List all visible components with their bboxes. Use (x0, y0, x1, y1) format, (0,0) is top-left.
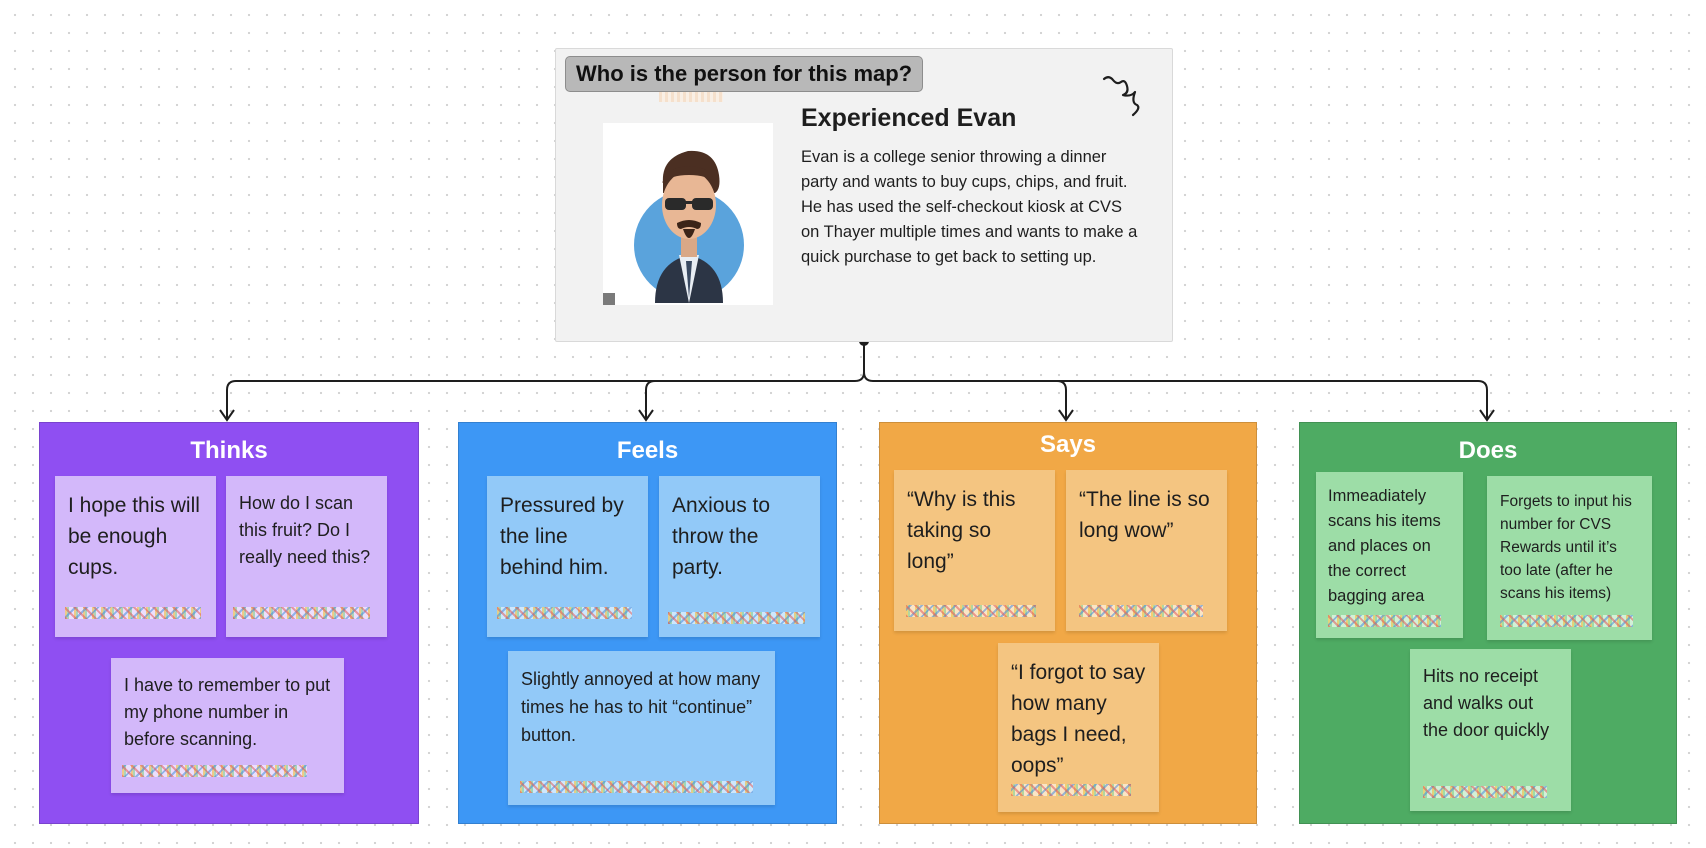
sticky-note-text: “Why is this taking so long” (907, 488, 1016, 573)
sticky-note[interactable]: How do I scan this fruit? Do I really ne… (226, 476, 387, 637)
sticky-note-tag (668, 612, 805, 624)
persona-avatar[interactable] (603, 123, 773, 305)
sticky-note-text: Immeadiately scans his items and places … (1328, 487, 1441, 605)
connector-thinks (226, 341, 865, 418)
sticky-note-tag (1011, 784, 1131, 796)
category-title-does: Does (1458, 437, 1518, 464)
sticky-note[interactable]: Pressured by the line behind him. (487, 476, 648, 637)
category-thinks[interactable]: Thinks I hope this will be enough cups. … (39, 422, 419, 824)
sticky-note-text: Pressured by the line behind him. (500, 494, 624, 579)
category-does[interactable]: Does Immeadiately scans his items and pl… (1299, 422, 1677, 824)
squiggle-icon (1102, 76, 1140, 117)
sticky-note-text: I have to remember to put my phone numbe… (124, 675, 331, 749)
persona-name[interactable]: Experienced Evan (801, 104, 1017, 132)
sticky-note[interactable]: Hits no receipt and walks out the door q… (1410, 649, 1571, 811)
persona-card[interactable]: Who is the person for this map? Experien… (555, 48, 1173, 342)
sticky-note[interactable]: Forgets to input his number for CVS Rewa… (1487, 476, 1652, 640)
arrowhead-says (1058, 409, 1074, 422)
sticky-note-text: “I forgot to say how many bags I need, o… (1011, 661, 1146, 777)
sticky-note[interactable]: “The line is so long wow” (1066, 470, 1227, 631)
sticky-note-tag (122, 765, 307, 777)
category-title-says: Says (1039, 431, 1097, 458)
sticky-note-tag (906, 605, 1036, 617)
sticky-note-text: Hits no receipt and walks out the door q… (1423, 666, 1550, 740)
sticky-note-text: Anxious to throw the party. (672, 494, 771, 579)
sticky-note[interactable]: Slightly annoyed at how many times he ha… (508, 651, 775, 805)
arrowhead-thinks (219, 409, 235, 422)
sticky-note-tag (520, 781, 753, 793)
sticky-note-text: I hope this will be enough cups. (68, 494, 200, 579)
category-title-thinks: Thinks (190, 437, 268, 464)
arrowhead-does (1479, 409, 1495, 422)
persona-avatar-illustration (634, 150, 744, 303)
sticky-note-text: Forgets to input his number for CVS Rewa… (1500, 493, 1632, 602)
sticky-note-tag (1328, 615, 1441, 627)
category-title-feels: Feels (616, 437, 679, 464)
connector-says (1056, 380, 1067, 418)
sticky-note-tag (1423, 786, 1547, 798)
sticky-note-tag (233, 607, 370, 619)
connector-does (863, 371, 1488, 418)
category-says[interactable]: Says “Why is this taking so long” “The l… (879, 422, 1257, 824)
persona-question-label[interactable]: Who is the person for this map? (565, 56, 924, 92)
sticky-note[interactable]: “Why is this taking so long” (894, 470, 1055, 631)
sticky-note[interactable]: Immeadiately scans his items and places … (1316, 472, 1463, 638)
category-feels[interactable]: Feels Pressured by the line behind him. … (458, 422, 837, 824)
sticky-note[interactable]: I have to remember to put my phone numbe… (111, 658, 344, 793)
persona-description[interactable]: Evan is a college senior throwing a dinn… (801, 148, 1138, 266)
connector-feels (645, 380, 656, 418)
decorative-tape (659, 92, 723, 102)
sticky-note-tag (497, 607, 632, 619)
sticky-note-text: “The line is so long wow” (1079, 488, 1210, 542)
sticky-note-tag (1079, 605, 1203, 617)
sticky-note[interactable]: I hope this will be enough cups. (55, 476, 216, 637)
sticky-note[interactable]: Anxious to throw the party. (659, 476, 820, 637)
sticky-note[interactable]: “I forgot to say how many bags I need, o… (998, 643, 1159, 812)
sticky-note-tag (65, 607, 201, 619)
arrowhead-feels (638, 409, 654, 422)
sticky-note-text: Slightly annoyed at how many times he ha… (521, 669, 761, 745)
sticky-note-text: How do I scan this fruit? Do I really ne… (239, 493, 371, 567)
sticky-note-tag (1500, 615, 1633, 627)
image-badge (603, 293, 615, 305)
